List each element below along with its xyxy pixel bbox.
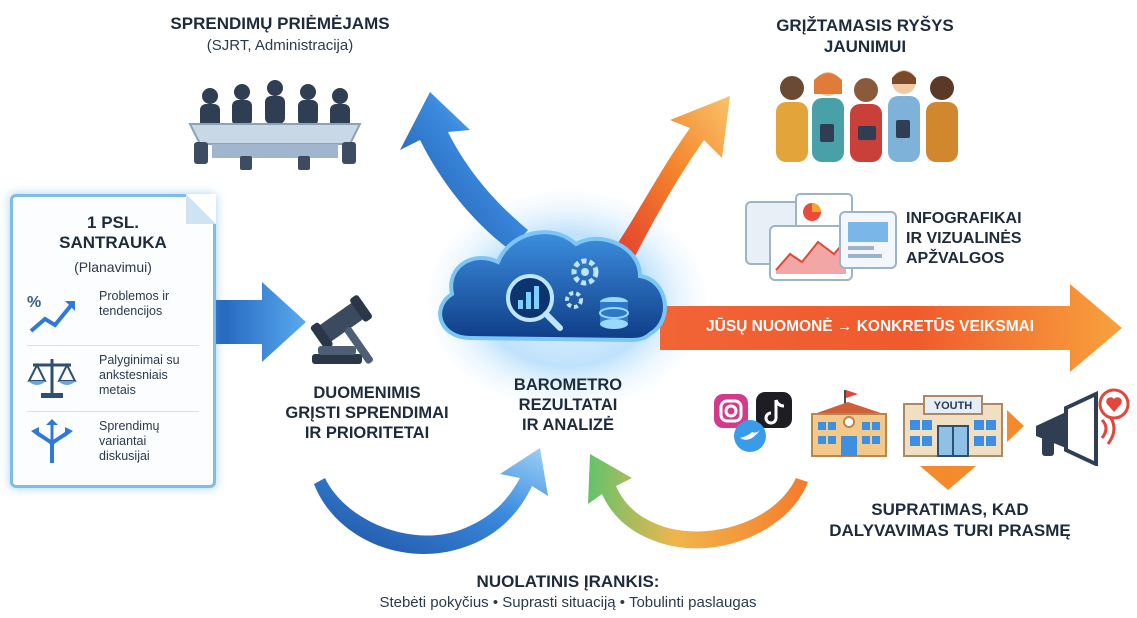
summary-item-trends: % Problemos ir tendencijos: [21, 287, 207, 345]
continuous-subtitle: Stebėti pokyčius • Suprasti situaciją • …: [379, 594, 757, 611]
orange-up-arrow: [612, 96, 730, 262]
center-line3: IR ANALIZĖ: [522, 416, 614, 434]
dashboard-screens-icon: [745, 193, 897, 281]
summary-item-options-line3: diskusijai: [99, 448, 150, 463]
gavel-icon: [310, 295, 373, 364]
center-line2: REZULTATAI: [518, 396, 618, 414]
youth-feedback-title-line2: JAUNIMUI: [823, 37, 907, 56]
understanding-line1: SUPRATIMAS, KAD: [871, 500, 1029, 519]
decisions-line3: IR PRIORITETAI: [304, 424, 430, 442]
social-media-icons: [714, 392, 792, 452]
decision-makers-title: SPRENDIMŲ PRIĖMĖJAMS: [170, 14, 390, 33]
branching-arrows-icon: [31, 419, 73, 463]
summary-item-options-line1: Sprendimų: [99, 419, 160, 433]
svg-text:%: %: [27, 294, 41, 311]
summary-item-options: Sprendimų variantai diskusijai: [21, 417, 207, 475]
action-arrow-shape: [660, 284, 1122, 372]
summary-item-comparisons-line1: Palyginimai su: [99, 353, 180, 367]
summary-item-comparisons: Palyginimai su ankstesniais metais: [21, 351, 207, 409]
bottom-orange-arrow: [588, 454, 808, 549]
school-building-icon: [811, 390, 887, 457]
action-arrow-label: JŪSŲ NUOMONĖ → KONKRETŪS VEIKSMAI: [706, 318, 1035, 335]
trend-up-icon: %: [27, 294, 75, 333]
youth-sign-text: YOUTH: [934, 400, 973, 412]
decision-makers-subtitle: (SJRT, Administracija): [206, 37, 354, 54]
divider: [27, 411, 199, 412]
bottom-blue-arrow: [314, 448, 548, 555]
summary-item-options-line2: variantai: [99, 433, 147, 448]
scales-icon: [27, 359, 77, 398]
decisions-line2: GRĮSTI SPRENDIMAI: [285, 404, 449, 422]
divider: [27, 345, 199, 346]
small-right-arrow-icon: [1007, 410, 1024, 442]
infographics-line3: APŽVALGOS: [906, 250, 1005, 267]
youth-feedback-title-line1: GRĮŽTAMASIS RYŠYS: [776, 16, 954, 35]
summary-item-comparisons-line3: metais: [99, 382, 136, 397]
card-to-decisions-arrow: [210, 282, 306, 362]
summary-card-title-line1: 1 PSL.: [87, 213, 139, 232]
decisions-line1: DUOMENIMIS: [313, 384, 421, 402]
blue-up-arrow: [400, 92, 528, 250]
summary-card-subtitle: (Planavimui): [74, 259, 152, 275]
continuous-title: NUOLATINIS ĮRANKIS:: [476, 572, 660, 591]
infographics-line2: IR VIZUALINĖS: [906, 230, 1022, 247]
infographics-line1: INFOGRAFIKAI: [906, 210, 1022, 227]
summary-card-title: 1 PSL. SANTRAUKA: [13, 213, 213, 254]
meeting-table-icon: [188, 80, 362, 170]
youth-center-building-icon: YOUTH: [903, 395, 1003, 457]
summary-card-title-line2: SANTRAUKA: [59, 233, 167, 253]
understanding-line2: DALYVAVIMAS TURI PRASMĘ: [829, 521, 1071, 540]
summary-item-trends-line2: tendencijos: [99, 303, 163, 318]
summary-item-trends-line1: Problemos ir: [99, 289, 170, 303]
summary-item-comparisons-line2: ankstesniais: [99, 367, 168, 382]
cloud-icon: [438, 230, 667, 343]
megaphone-icon: [1036, 388, 1130, 466]
center-line1: BAROMETRO: [513, 376, 623, 394]
page-fold-icon: [186, 194, 216, 224]
down-arrow-icon: [920, 466, 976, 490]
youth-group-icon: [776, 70, 958, 162]
summary-card: 1 PSL. SANTRAUKA (Planavimui) % Problemo…: [10, 194, 216, 488]
